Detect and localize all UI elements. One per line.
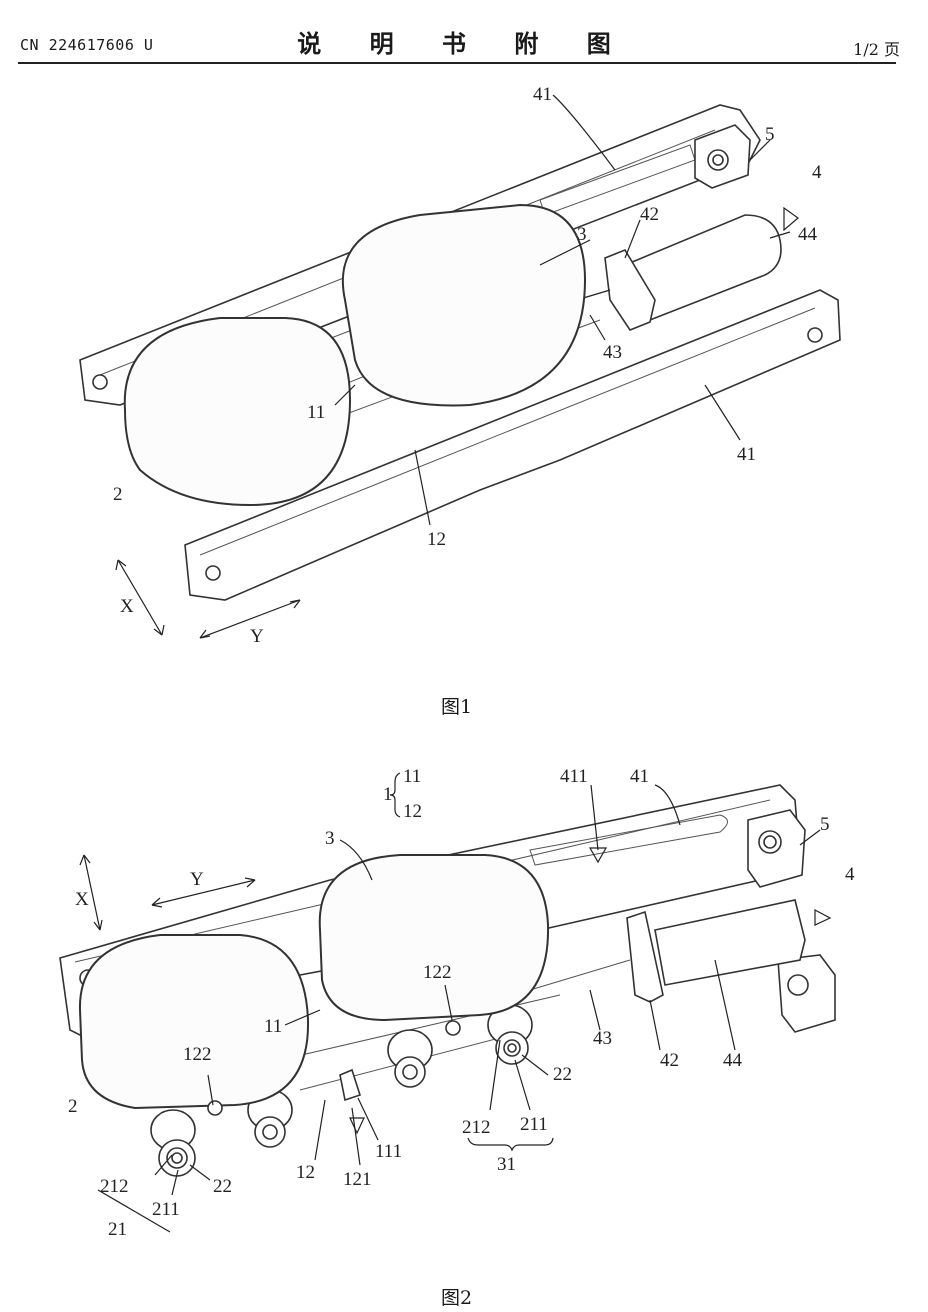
figure-1: 41 5 4 42 44 3 43 11 41 2 12 X Y 图1	[0, 70, 928, 720]
label-211-right: 211	[520, 1114, 548, 1135]
label-42: 42	[660, 1050, 679, 1071]
label-12: 12	[427, 529, 446, 550]
figure-2: 1 11 12 411 41 5 3 Y X 4 122 11 43 42 44…	[0, 755, 928, 1312]
label-2: 2	[113, 484, 123, 505]
part-111	[339, 1068, 362, 1102]
page-header: CN 224617606 U 说 明 书 附 图 1/2 页	[0, 0, 928, 66]
roller-group-31	[487, 1004, 533, 1065]
label-41: 41	[630, 766, 649, 787]
roller-mid-2	[387, 1029, 433, 1088]
label-3: 3	[325, 828, 335, 849]
brace-21	[97, 1189, 171, 1233]
label-211-left: 211	[152, 1199, 180, 1220]
label-111: 111	[375, 1141, 402, 1162]
label-212-left: 212	[100, 1176, 129, 1197]
page-title: 说 明 书 附 图	[297, 30, 631, 58]
roller-group-21	[150, 1109, 196, 1177]
label-11-lower: 11	[264, 1016, 282, 1037]
motor-44	[623, 214, 782, 322]
massage-pad-3	[318, 854, 550, 1022]
brace-1	[389, 772, 401, 818]
figure-1-caption: 图1	[441, 696, 473, 718]
label-43: 43	[593, 1028, 612, 1049]
label-3: 3	[577, 224, 587, 245]
rail-slot-411	[529, 814, 728, 866]
mount-42	[604, 249, 656, 331]
label-2: 2	[68, 1096, 78, 1117]
label-4: 4	[845, 864, 855, 885]
header-rule	[18, 62, 896, 64]
massage-pad-3	[341, 203, 587, 407]
axis-y	[199, 599, 301, 639]
label-12: 12	[296, 1162, 315, 1183]
label-43: 43	[603, 342, 622, 363]
label-22-left: 22	[213, 1176, 232, 1197]
figure-2-drawing: 1 11 12 411 41 5 3 Y X 4 122 11 43 42 44…	[59, 766, 855, 1240]
massage-pad-2	[123, 317, 352, 507]
mount-42	[626, 910, 664, 1003]
massage-pad-2	[78, 934, 310, 1110]
label-5: 5	[820, 814, 830, 835]
page-indicator: 1/2 页	[853, 40, 900, 59]
label-4: 4	[812, 162, 822, 183]
arrow-411	[588, 847, 608, 864]
publication-number: CN 224617606 U	[20, 36, 154, 54]
label-212-right: 212	[462, 1117, 491, 1138]
bracket-lower	[777, 954, 836, 1033]
label-y: Y	[190, 869, 204, 890]
label-5: 5	[765, 124, 775, 145]
label-44: 44	[798, 224, 818, 245]
axis-y	[151, 879, 256, 906]
label-44: 44	[723, 1050, 743, 1071]
label-122-right: 122	[423, 962, 452, 983]
label-1: 1	[383, 784, 393, 805]
brace-31	[467, 1137, 554, 1152]
label-22-right: 22	[553, 1064, 572, 1085]
label-x: X	[120, 596, 134, 617]
axis-x	[83, 854, 101, 931]
label-122-left: 122	[183, 1044, 212, 1065]
motor-44	[654, 899, 806, 986]
label-11: 11	[307, 402, 325, 423]
arrow-4	[814, 909, 832, 926]
arrow-4	[783, 206, 799, 232]
label-41-top: 41	[533, 84, 552, 105]
front-rail	[184, 289, 841, 601]
label-1-11: 11	[403, 766, 421, 787]
figure-2-caption: 图2	[441, 1287, 473, 1309]
label-121: 121	[343, 1169, 372, 1190]
label-41-bottom: 41	[737, 444, 756, 465]
axis-x	[117, 559, 163, 636]
label-411: 411	[560, 766, 588, 787]
figure-1-drawing: 41 5 4 42 44 3 43 11 41 2 12 X Y	[79, 84, 841, 647]
label-y: Y	[250, 626, 264, 647]
label-31: 31	[497, 1154, 516, 1175]
label-42: 42	[640, 204, 659, 225]
arrow-111	[349, 1117, 365, 1135]
rail-hole	[92, 374, 108, 390]
label-21: 21	[108, 1219, 127, 1240]
label-x: X	[75, 889, 89, 910]
label-1-12: 12	[403, 801, 422, 822]
